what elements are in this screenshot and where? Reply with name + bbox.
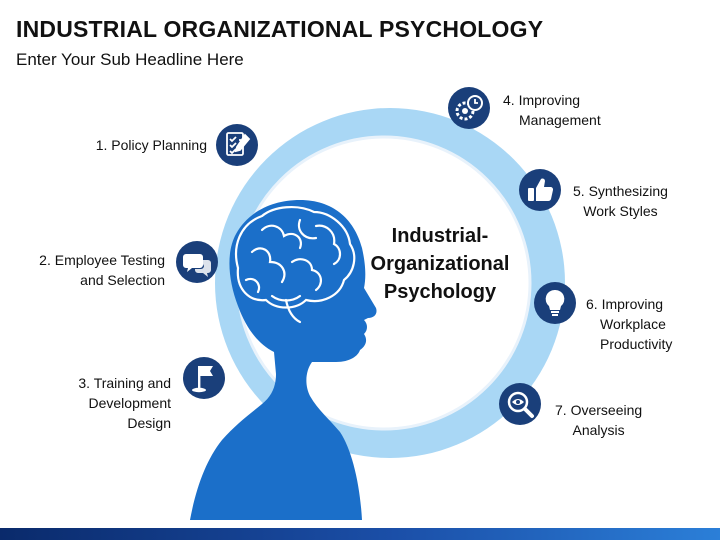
- item-6-line: Productivity: [600, 336, 673, 352]
- magnifier-eye-icon: [507, 391, 534, 418]
- item-7-line: Analysis: [572, 422, 625, 438]
- thumbs-up-icon: [528, 178, 554, 202]
- page-subtitle: Enter Your Sub Headline Here: [16, 50, 244, 69]
- item-7-line: 7. Overseeing: [555, 402, 643, 418]
- gear-clock-icon: [455, 95, 483, 121]
- item-4-label: 4. Improving Management: [503, 90, 601, 130]
- item-6-label: 6. Improving Workplace Productivity: [586, 294, 672, 354]
- item-3-line: Design: [127, 415, 171, 431]
- item-6-line: Workplace: [600, 316, 666, 332]
- center-title-line: Industrial-: [391, 225, 489, 247]
- item-2-line: and Selection: [80, 272, 165, 288]
- item-3-label: 3. Training and Development Design: [78, 373, 171, 433]
- flag-icon: [192, 366, 213, 393]
- item-5-line: Work Styles: [583, 203, 658, 219]
- item-2-label: 2. Employee Testing and Selection: [39, 250, 165, 290]
- item-1-label: 1. Policy Planning: [96, 135, 207, 155]
- brain-icon: [234, 206, 356, 324]
- item-3-line: Development: [88, 395, 172, 411]
- bottom-bar: [0, 528, 720, 540]
- item-4-line: Management: [519, 112, 601, 128]
- icon-badge-6: [534, 282, 576, 324]
- head-silhouette-icon: [190, 200, 377, 520]
- item-3-line: 3. Training and: [78, 375, 171, 391]
- item-5-line: 5. Synthesizing: [573, 183, 668, 199]
- center-title: Industrial- Organizational Psychology: [360, 222, 520, 306]
- item-7-label: 7. Overseeing Analysis: [555, 400, 642, 440]
- center-title-line: Psychology: [383, 281, 497, 303]
- item-6-line: 6. Improving: [586, 296, 664, 312]
- item-1-line: 1. Policy Planning: [95, 137, 207, 153]
- icon-badge-7: [499, 383, 541, 425]
- center-title-line: Organizational: [370, 253, 510, 275]
- checklist-icon: [226, 132, 251, 156]
- icon-badge-3: [183, 357, 225, 399]
- page-title: INDUSTRIAL ORGANIZATIONAL PSYCHOLOGY: [16, 16, 544, 42]
- icon-badge-4: [448, 87, 490, 129]
- item-5-label: 5. Synthesizing Work Styles: [573, 181, 668, 221]
- chat-bubbles-icon: [183, 254, 211, 277]
- icon-badge-2: [176, 241, 218, 283]
- icon-badge-5: [519, 169, 561, 211]
- item-4-line: 4. Improving: [503, 92, 581, 108]
- lightbulb-icon: [545, 289, 565, 316]
- item-2-line: 2. Employee Testing: [39, 252, 165, 268]
- icon-badge-1: [216, 124, 258, 166]
